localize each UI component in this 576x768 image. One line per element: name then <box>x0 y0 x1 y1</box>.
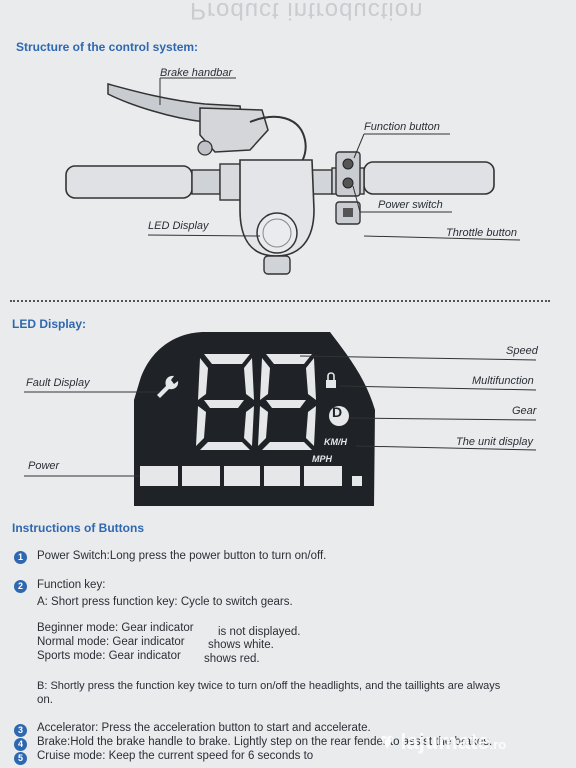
item-4-number: 4 <box>14 738 27 751</box>
structure-section-title: Structure of the control system: <box>16 40 199 54</box>
unit-mph: MPH <box>312 454 332 464</box>
function-button-icon <box>342 158 354 170</box>
gear-indicator <box>329 406 349 426</box>
heart-icon: ♥ <box>380 728 395 755</box>
item-3-text: Accelerator: Press the acceleration butt… <box>37 722 371 734</box>
power-switch-icon <box>342 177 354 189</box>
lock-icon <box>326 380 336 388</box>
function-button-label: Function button <box>364 121 440 133</box>
beginner-mode: Beginner mode: Gear indicator <box>37 622 194 634</box>
function-b-line2: on. <box>37 694 53 706</box>
unit-display-label: The unit display <box>456 436 534 448</box>
normal-mode: Normal mode: Gear indicator <box>37 636 185 648</box>
item-5-number: 5 <box>14 752 27 765</box>
fault-display-label: Fault Display <box>26 377 90 389</box>
item-1-number: 1 <box>14 551 27 564</box>
led-display-section-title: LED Display: <box>12 317 87 331</box>
normal-state: shows white. <box>208 639 274 651</box>
sports-mode: Sports mode: Gear indicator <box>37 650 181 662</box>
multifunction-label: Multifunction <box>472 375 534 387</box>
handlebar-illustration <box>65 77 521 275</box>
brake-clamp <box>199 107 269 153</box>
gear-label: Gear <box>512 405 537 417</box>
sports-state: shows red. <box>204 653 260 665</box>
beginner-state: is not displayed. <box>218 626 301 638</box>
power-label: Power <box>28 460 60 472</box>
item-1-text: Power Switch:Long press the power button… <box>37 550 327 562</box>
item-3-number: 3 <box>14 724 27 737</box>
instructions-section-title: Instructions of Buttons <box>12 521 144 535</box>
function-b-line1: B: Shortly press the function key twice … <box>37 680 501 692</box>
left-grip <box>65 165 193 199</box>
gear-letter: D <box>332 404 343 420</box>
wrench-icon <box>157 375 179 398</box>
power-switch-label: Power switch <box>378 199 443 211</box>
right-grip <box>363 161 495 195</box>
mirrored-header-text: Product introduction <box>190 0 424 24</box>
speed-digits <box>196 354 316 450</box>
control-button-block <box>335 151 361 197</box>
throttle-button-label: Throttle button <box>446 227 517 239</box>
brake-handbar-label: Brake handbar <box>160 67 233 79</box>
function-a-text: A: Short press function key: Cycle to sw… <box>37 596 293 608</box>
led-display-label: LED Display <box>148 220 209 232</box>
unit-kmh: KM/H <box>324 437 347 447</box>
item-2-text: Function key: <box>37 579 106 591</box>
item-2-number: 2 <box>14 580 27 593</box>
speed-label: Speed <box>506 345 538 357</box>
section-divider <box>10 300 550 302</box>
power-bars <box>140 466 362 486</box>
item-5-text: Cruise mode: Keep the current speed for … <box>37 750 314 762</box>
item-4-text: Brake:Hold the brake handle to brake. Li… <box>37 736 493 748</box>
led-display-diagram <box>24 332 537 506</box>
watermark-logo: ♥ lajumate.ro <box>380 728 507 755</box>
